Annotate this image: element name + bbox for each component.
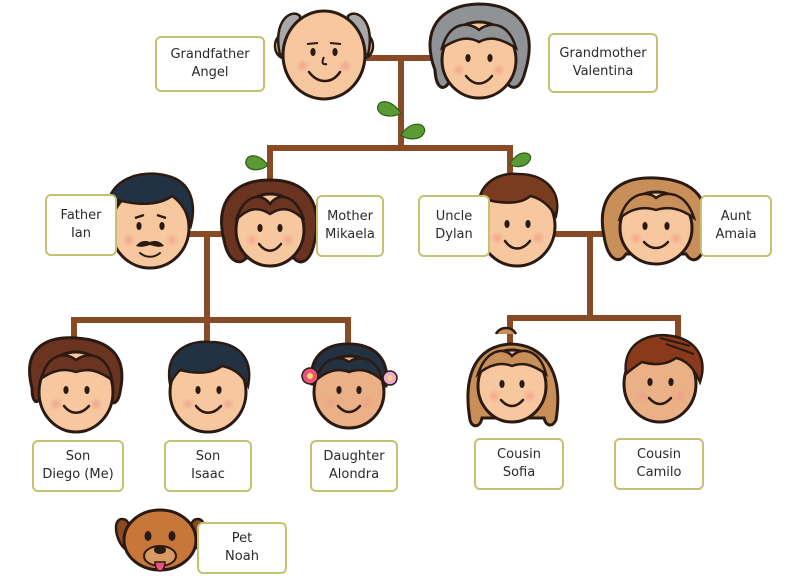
flower-icon xyxy=(301,367,319,385)
member-role: Aunt xyxy=(720,209,752,224)
daughter-label: Daughter Alondra xyxy=(310,440,398,492)
grandfather-face-icon xyxy=(273,9,375,101)
son-isaac-label: Son Isaac xyxy=(164,440,252,492)
cousin-camilo-face-icon xyxy=(622,333,704,424)
pet-label: Pet Noah xyxy=(197,522,287,574)
member-name: Ian xyxy=(70,226,92,241)
member-name: Diego (Me) xyxy=(42,467,114,482)
branch-lines xyxy=(71,55,681,347)
member-name: Mikaela xyxy=(325,227,375,242)
aunt-face-icon xyxy=(601,176,709,266)
cousin-sofia-label: Cousin Sofia xyxy=(474,438,564,490)
member-role: Grandmother xyxy=(559,46,647,61)
member-name: Isaac xyxy=(191,467,225,482)
uncle-face-icon xyxy=(477,172,559,268)
daughter-face-icon xyxy=(301,342,398,430)
member-role: Grandfather xyxy=(170,47,250,62)
mother-label: Mother Mikaela xyxy=(316,195,384,257)
member-role: Son xyxy=(195,449,221,464)
father-label: Father Ian xyxy=(45,194,117,256)
flower-icon xyxy=(382,370,398,386)
member-name: Camilo xyxy=(636,465,682,480)
member-role: Cousin xyxy=(497,447,541,462)
cousin-sofia-face-icon xyxy=(466,326,560,428)
son-isaac-face-icon xyxy=(167,340,251,434)
member-role: Pet xyxy=(231,531,253,546)
son-diego-face-icon xyxy=(28,336,124,434)
member-role: Cousin xyxy=(637,447,681,462)
member-role: Uncle xyxy=(435,209,473,224)
member-role: Son xyxy=(65,449,91,464)
grandmother-label: Grandmother Valentina xyxy=(548,33,658,93)
cousin-camilo-label: Cousin Camilo xyxy=(614,438,704,490)
member-name: Alondra xyxy=(328,467,380,482)
member-name: Dylan xyxy=(435,227,473,242)
uncle-label: Uncle Dylan xyxy=(418,195,490,257)
member-name: Sofia xyxy=(502,465,536,480)
son-diego-label: Son Diego (Me) xyxy=(32,440,124,492)
grandmother-face-icon xyxy=(428,2,531,100)
dog-face-icon xyxy=(114,508,206,572)
grandfather-label: Grandfather Angel xyxy=(155,36,265,92)
father-face-icon xyxy=(105,172,195,270)
member-role: Daughter xyxy=(323,449,385,464)
member-name: Angel xyxy=(191,65,229,80)
mother-face-icon xyxy=(220,178,319,268)
aunt-label: Aunt Amaia xyxy=(700,195,772,257)
member-name: Amaia xyxy=(715,227,757,242)
member-role: Father xyxy=(60,208,102,223)
member-name: Valentina xyxy=(572,64,634,79)
member-name: Noah xyxy=(225,549,259,564)
leaf-icon xyxy=(245,101,532,171)
member-role: Mother xyxy=(327,209,373,224)
